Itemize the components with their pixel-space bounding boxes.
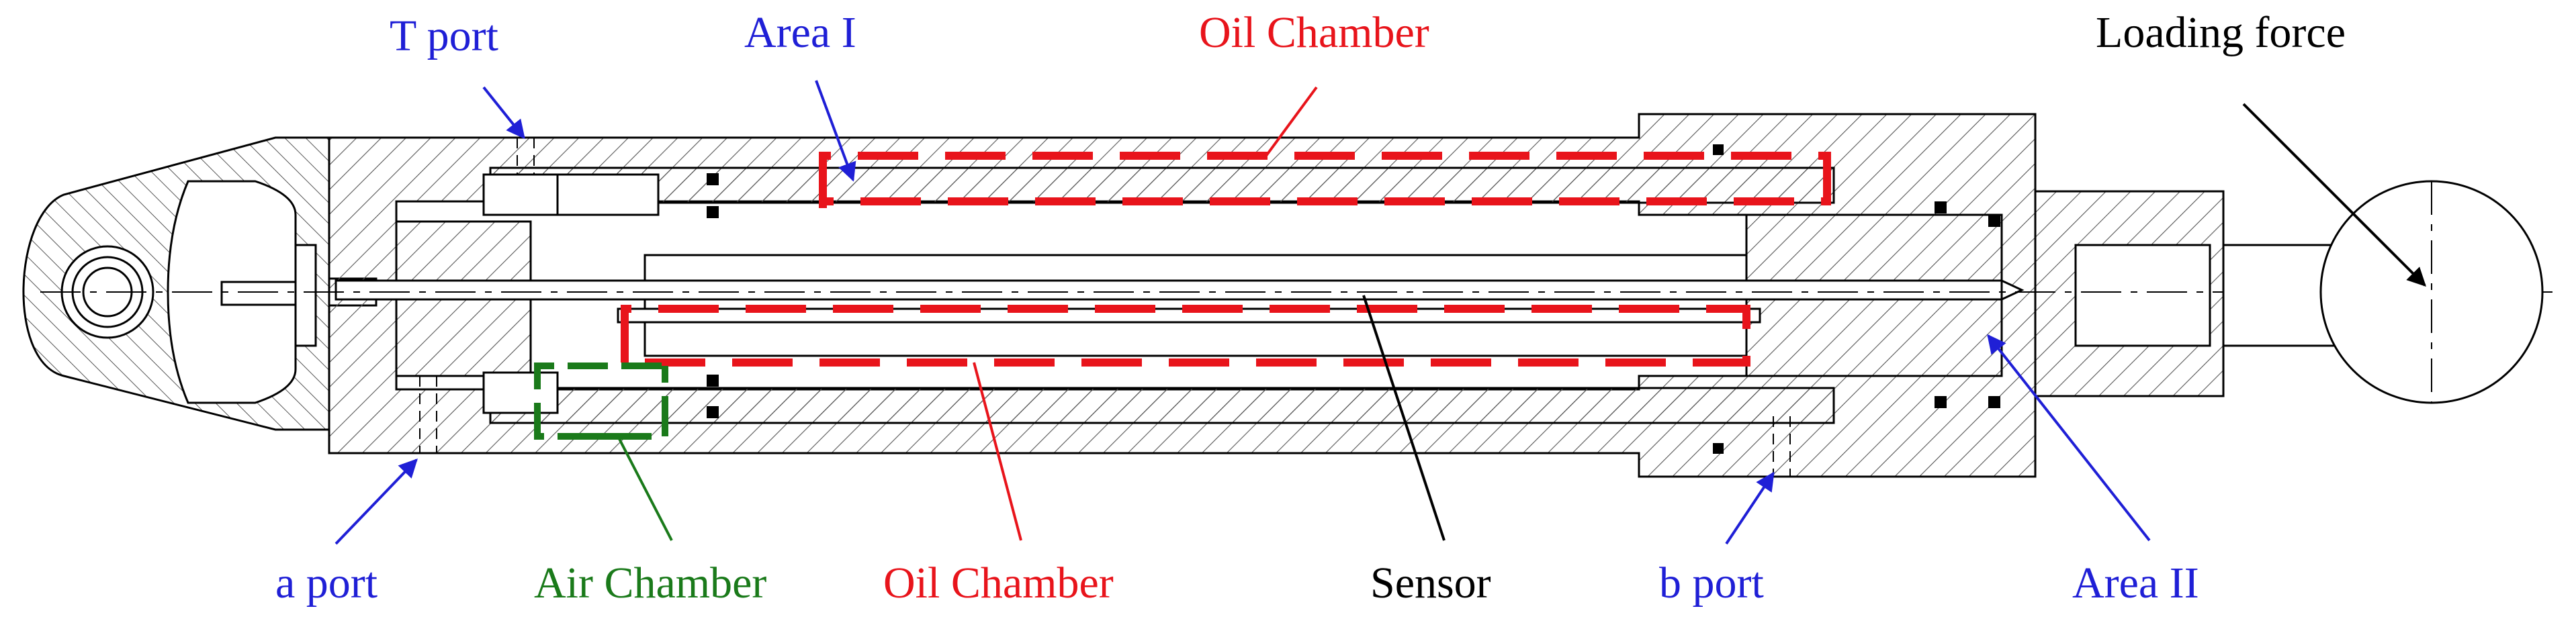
a-port-leader — [335, 458, 418, 545]
oil-chamber-top-leader — [1265, 86, 1318, 157]
oil-chamber-top-label: Oil Chamber — [1199, 8, 1429, 57]
sensor-label: Sensor — [1370, 559, 1491, 608]
oil-chamber-bottom-leader — [973, 362, 1022, 541]
air-chamber-leader — [617, 436, 673, 541]
port-channels — [419, 138, 1791, 477]
ball-joint — [2222, 180, 2544, 404]
oil-chamber-outline-top — [819, 152, 1831, 208]
leader-lines — [335, 80, 2426, 545]
b-port-leader — [1725, 471, 1775, 545]
area-1-leader — [815, 80, 856, 182]
t-port-leader — [482, 86, 525, 140]
air-chamber-outline — [534, 363, 668, 440]
labels: T port Area I Oil Chamber Loading force … — [275, 8, 2346, 608]
air-chamber-label: Air Chamber — [534, 559, 766, 608]
oil-chamber-bottom-label: Oil Chamber — [883, 559, 1114, 608]
area-1-label: Area I — [744, 8, 856, 57]
b-port-label: b port — [1659, 559, 1764, 608]
seals — [707, 144, 2000, 454]
area-2-label: Area II — [2072, 559, 2199, 608]
t-port-label: T port — [390, 11, 498, 60]
loading-force-label: Loading force — [2096, 8, 2346, 57]
a-port-label: a port — [275, 559, 377, 608]
loading-force-leader — [2242, 103, 2426, 287]
sensor-rod — [335, 279, 2025, 301]
clevis-eye — [22, 136, 377, 431]
area-2-leader — [1987, 334, 2151, 542]
sensor-leader — [1362, 295, 1446, 541]
oil-chamber-outline-bottom — [621, 305, 1750, 367]
